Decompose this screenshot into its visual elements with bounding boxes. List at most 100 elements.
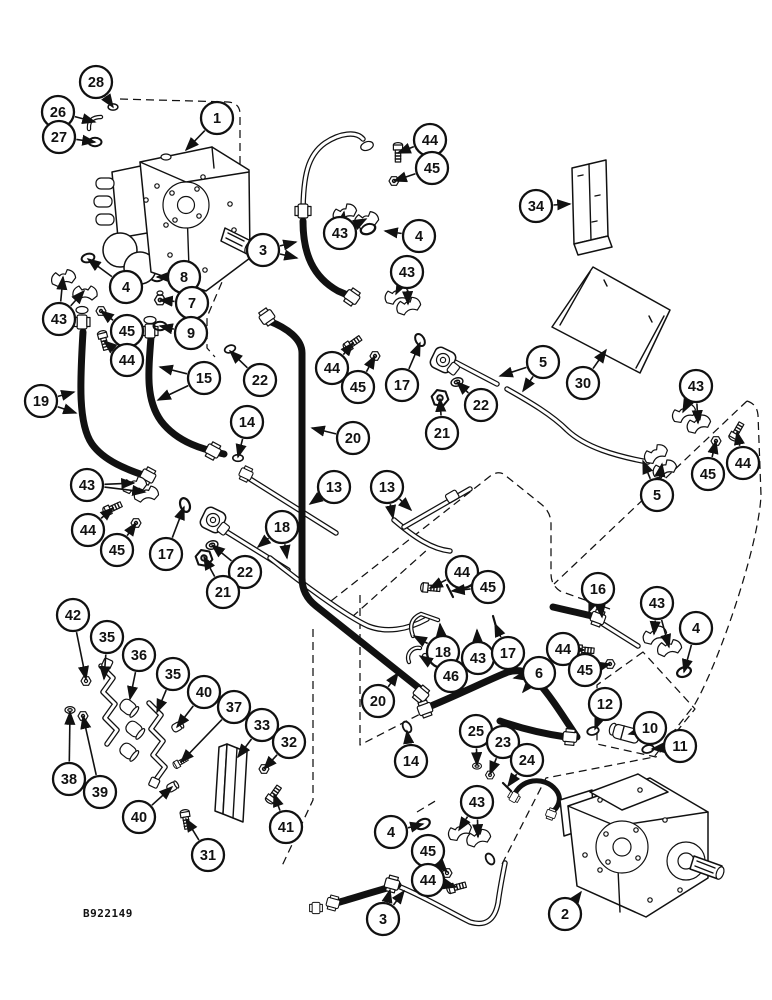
callout-35: 35 — [89, 619, 125, 681]
balloon-number: 4 — [387, 825, 395, 841]
callout-43: 43 — [460, 628, 496, 676]
balloon-circle — [463, 387, 499, 423]
balloon-circle — [70, 512, 106, 548]
callout-40: 40 — [121, 785, 174, 835]
balloon-number: 13 — [326, 480, 342, 496]
balloon-number: 24 — [519, 753, 535, 769]
balloon-circle — [384, 367, 420, 403]
balloon-number: 32 — [281, 735, 297, 751]
balloon-circle — [268, 809, 304, 845]
balloon-circle — [121, 637, 157, 673]
balloon-circle — [433, 658, 469, 694]
callout-40: 40 — [176, 674, 222, 729]
balloon-circle — [632, 710, 668, 746]
balloon-number: 22 — [237, 565, 253, 581]
callout-44: 44 — [410, 862, 458, 898]
callout-43: 43 — [69, 467, 147, 503]
balloon-circle — [580, 571, 616, 607]
balloon-number: 4 — [122, 280, 130, 296]
balloon-number: 43 — [470, 651, 486, 667]
balloon-circle — [173, 315, 209, 351]
balloon-circle — [365, 901, 401, 937]
balloon-circle — [639, 585, 675, 621]
callout-45: 45 — [690, 439, 726, 492]
balloon-circle — [369, 469, 405, 505]
balloon-number: 44 — [454, 565, 470, 581]
callout-30: 30 — [565, 348, 607, 401]
callout-45: 45 — [567, 652, 612, 688]
balloon-number: 30 — [575, 376, 591, 392]
balloon-circle — [518, 188, 554, 224]
balloon-number: 35 — [99, 630, 115, 646]
balloon-circle — [639, 477, 675, 513]
balloon-circle — [373, 814, 409, 850]
balloon-number: 36 — [131, 648, 147, 664]
balloon-number: 45 — [109, 543, 125, 559]
clamp-stack — [98, 657, 168, 789]
balloon-number: 45 — [119, 324, 135, 340]
balloon-number: 41 — [278, 820, 294, 836]
callout-13: 13 — [308, 469, 352, 505]
balloon-number: 26 — [50, 105, 66, 121]
callout-27: 27 — [41, 119, 97, 155]
balloon-circle — [725, 445, 761, 481]
callout-43: 43 — [639, 585, 675, 649]
balloon-circle — [690, 456, 726, 492]
callout-44: 44 — [725, 430, 761, 481]
balloon-number: 9 — [187, 326, 195, 342]
balloon-number: 13 — [379, 480, 395, 496]
callout-37: 37 — [179, 689, 252, 764]
balloon-circle — [322, 215, 358, 251]
balloon-circle — [186, 360, 222, 396]
pump-2-drawing — [559, 773, 725, 918]
balloon-number: 15 — [196, 371, 212, 387]
callout-21: 21 — [424, 397, 460, 451]
callout-3: 3 — [245, 232, 299, 268]
balloon-circle — [470, 569, 506, 605]
balloon-number: 28 — [88, 75, 104, 91]
hose-fittings — [73, 140, 608, 915]
balloon-circle — [459, 784, 495, 820]
callout-39: 39 — [80, 714, 118, 810]
balloon-circle — [41, 119, 77, 155]
balloon-number: 44 — [422, 133, 438, 149]
balloon-number: 19 — [33, 394, 49, 410]
balloon-circle — [401, 218, 437, 254]
balloon-circle — [199, 100, 235, 136]
callout-16: 16 — [580, 571, 616, 619]
balloon-number: 5 — [653, 488, 661, 504]
balloon-circle — [186, 674, 222, 710]
balloon-circle — [393, 743, 429, 779]
callout-2: 2 — [547, 890, 583, 932]
balloon-number: 21 — [434, 426, 450, 442]
balloon-circle — [525, 344, 561, 380]
callout-45: 45 — [99, 310, 145, 349]
balloon-number: 3 — [259, 243, 267, 259]
balloon-number: 37 — [226, 700, 242, 716]
balloon-number: 8 — [180, 270, 188, 286]
balloon-number: 20 — [370, 694, 386, 710]
balloon-circle — [245, 232, 281, 268]
callout-32: 32 — [262, 724, 307, 771]
balloon-circle — [414, 150, 450, 186]
balloon-number: 12 — [597, 697, 613, 713]
balloon-number: 43 — [51, 312, 67, 328]
balloon-number: 11 — [672, 739, 687, 755]
callout-6: 6 — [512, 655, 557, 694]
balloon-number: 7 — [188, 296, 196, 312]
balloon-circle — [314, 350, 350, 386]
balloon-circle — [121, 799, 157, 835]
balloon-circle — [360, 683, 396, 719]
callout-17: 17 — [490, 622, 526, 671]
balloon-number: 43 — [688, 379, 704, 395]
balloon-number: 17 — [500, 646, 516, 662]
balloon-circle — [190, 837, 226, 873]
callout-43: 43 — [389, 254, 425, 306]
callout-36: 36 — [121, 637, 157, 701]
callout-17: 17 — [148, 505, 185, 572]
callout-44: 44 — [545, 631, 586, 667]
callout-33: 33 — [237, 707, 280, 759]
balloon-number: 45 — [700, 467, 716, 483]
